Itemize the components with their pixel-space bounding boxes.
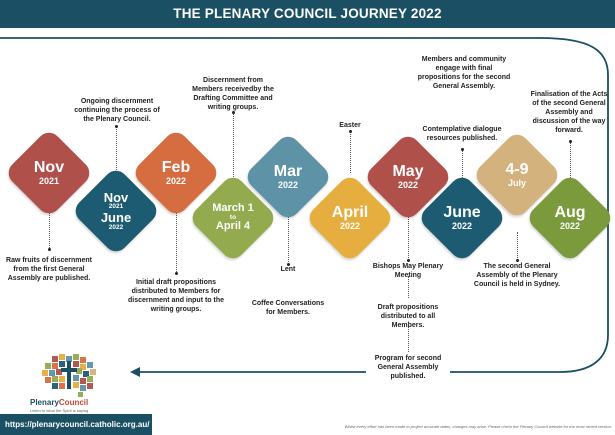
milestone-year: 2021 [38, 175, 60, 186]
logo-tagline: Listen to what the Spirit is saying [30, 408, 89, 413]
connector-line [116, 126, 117, 178]
milestone-month: July [507, 177, 526, 188]
milestone-month: June [443, 203, 481, 221]
connector-line [570, 140, 571, 184]
annotation-bishops: Bishops May Plenary Meeting [372, 263, 444, 280]
connector-line [233, 112, 234, 185]
annotation-coffee: Coffee Conversations for Members. [251, 300, 325, 317]
milestone-june: June 2022 [416, 172, 508, 264]
connector-dot [516, 259, 519, 262]
annotation-easter: Easter [339, 122, 361, 129]
connector-line [517, 232, 518, 260]
milestone-nov-june: Nov 2021 June 2022 [70, 165, 162, 257]
connector-line [408, 326, 409, 352]
connector-dot [287, 263, 290, 266]
milestone-july: 4-9 July [471, 129, 563, 221]
milestone-month: April [331, 203, 369, 221]
connector-line [49, 206, 50, 250]
milestone-month: May [392, 162, 424, 180]
milestone-feb: Feb 2022 [130, 127, 222, 219]
milestone-mar: Mar 2022 [242, 131, 334, 223]
annotation-raw-fruits: Raw fruits of discernment from the first… [6, 257, 92, 283]
annotation-discernment: Discernment from Members receivedby the … [192, 77, 274, 112]
milestone-to: to [229, 213, 237, 221]
milestone-year: 2022 [339, 220, 361, 231]
milestone-month: Feb [161, 158, 191, 176]
connector-dot [232, 111, 235, 114]
milestone-date: April 4 [215, 220, 251, 233]
milestone-year: 2022 [277, 179, 299, 190]
annotation-draft-props: Draft propositions distributed to all Me… [377, 304, 439, 330]
header-divider [0, 28, 615, 30]
milestone-year: 2022 [165, 175, 187, 186]
milestone-year: 2021 [108, 203, 124, 211]
milestone-nov-2021: Nov 2021 [3, 127, 95, 219]
connector-line [462, 148, 463, 186]
connector-dot [407, 259, 410, 262]
annotation-ongoing: Ongoing discernment continuing the proce… [74, 98, 160, 124]
connector-line [288, 210, 289, 264]
milestone-aug: Aug 2022 [524, 172, 615, 264]
milestone-may: May 2022 [362, 131, 454, 223]
milestone-year: 2022 [108, 223, 124, 231]
disclaimer-text: Whilst every effort has been made to pro… [344, 424, 612, 429]
annotation-second-assembly: The second General Assembly of the Plena… [473, 263, 561, 289]
annotation-members-engage: Members and community engage with final … [417, 56, 511, 91]
annotation-lent: Lent [280, 266, 296, 273]
connector-dot [569, 140, 572, 143]
milestone-month: Nov [33, 158, 65, 176]
milestone-march-april: March 1 to April 4 [187, 172, 279, 264]
connector-line [176, 206, 177, 272]
connector-dot [175, 272, 178, 275]
website-link[interactable]: https://plenarycouncil.catholic.org.au/ [0, 414, 152, 435]
milestone-month: Nov [103, 189, 129, 205]
connector-dot [115, 125, 118, 128]
milestone-april: April 2022 [304, 172, 396, 264]
connector-line [350, 130, 351, 173]
milestone-year: 2022 [451, 220, 473, 231]
milestone-month: June [100, 210, 132, 225]
milestone-date: March 1 [212, 202, 254, 215]
annotation-contemplative: Contemplative dialogue resources publish… [422, 126, 502, 143]
connector-dot [48, 248, 51, 251]
plenary-council-logo [42, 354, 96, 397]
connector-line [408, 276, 409, 298]
connector-dot [461, 148, 464, 151]
page-title: THE PLENARY COUNCIL JOURNEY 2022 [0, 0, 615, 28]
logo-name: PlenaryCouncil [30, 398, 89, 407]
annotation-program: Program for second General Assembly publ… [366, 354, 450, 382]
milestone-month: Aug [554, 203, 586, 221]
milestone-year: 2022 [397, 179, 419, 190]
annotation-finalisation: Finalisation of the Acts of the second G… [530, 91, 608, 135]
milestone-month: Mar [273, 162, 303, 180]
connector-dot [349, 130, 352, 133]
annotation-initial-draft: Initial draft propositions distributed t… [127, 279, 225, 314]
connector-line [408, 210, 409, 260]
milestone-year: 2022 [559, 220, 581, 231]
milestone-date: 4-9 [505, 160, 529, 178]
